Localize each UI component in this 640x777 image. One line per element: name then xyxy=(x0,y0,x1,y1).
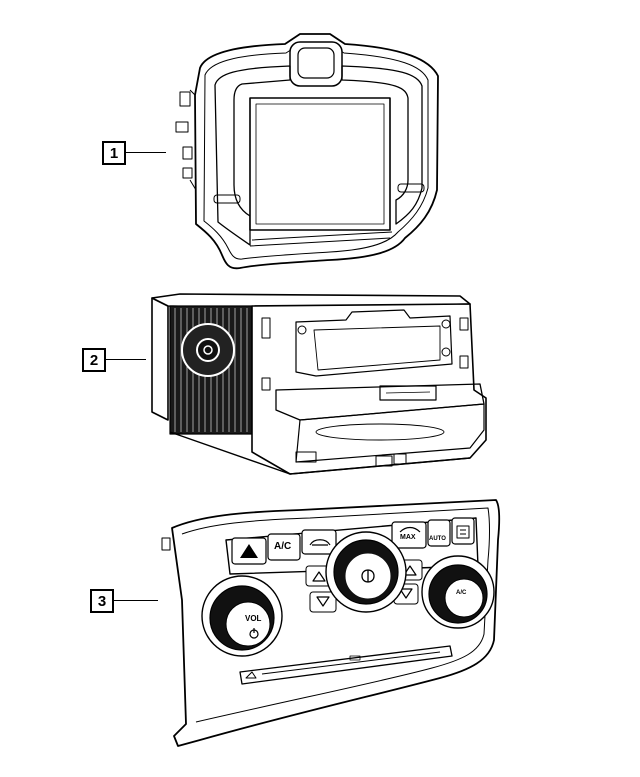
auto-button[interactable] xyxy=(427,519,451,547)
callout-3-leader xyxy=(114,600,158,601)
radio-bracket-inner xyxy=(313,325,441,371)
radio-disc-slot xyxy=(379,385,437,401)
fan-icon xyxy=(361,569,375,583)
rear-defrost-icon xyxy=(456,525,470,539)
callout-2: 2 xyxy=(82,348,106,372)
bezel-bottom-lip xyxy=(249,231,393,247)
radio-chassis xyxy=(251,303,487,475)
volume-knob-face xyxy=(225,601,271,647)
arrow-up-icon xyxy=(403,565,417,576)
vol-label: VOL xyxy=(245,614,262,623)
recirculation-button[interactable] xyxy=(301,529,337,555)
callout-1: 1 xyxy=(102,141,126,165)
radio-screw xyxy=(441,319,451,329)
radio-tab xyxy=(261,317,271,339)
climate-slot xyxy=(261,651,441,675)
bezel-side xyxy=(189,89,197,191)
climate-control-panel xyxy=(161,499,501,747)
auto-label: AUTO xyxy=(429,536,446,542)
radio-receiver xyxy=(151,293,487,475)
temp-knob-face xyxy=(444,578,484,618)
radio-tab xyxy=(459,317,469,331)
hazard-icon xyxy=(240,544,258,558)
max-label: MAX xyxy=(400,534,416,541)
defrost-icon xyxy=(399,526,421,533)
temp-down-button-left[interactable] xyxy=(309,591,337,613)
callout-1-leader xyxy=(126,152,166,153)
radio-bottom-edge xyxy=(169,431,471,475)
ac-panel-label: A/C xyxy=(456,590,467,596)
bezel-top-tab xyxy=(289,41,343,87)
arrow-up-icon xyxy=(312,571,326,582)
radio-fan-center xyxy=(203,345,213,355)
defrost-button[interactable] xyxy=(391,521,427,549)
ac-button[interactable] xyxy=(267,533,301,561)
radio-bracket xyxy=(295,309,453,377)
panel-clip xyxy=(161,537,171,551)
radio-front-disc xyxy=(315,423,445,441)
bezel-clip xyxy=(182,167,193,179)
radio-screw xyxy=(441,347,451,357)
callout-3-number: 3 xyxy=(97,592,107,610)
arrow-down-icon xyxy=(316,596,330,607)
climate-slot-strip xyxy=(239,645,453,685)
bezel-clip xyxy=(179,91,191,107)
radio-screw xyxy=(297,325,307,335)
display-screen-inner xyxy=(255,103,385,225)
recirculation-icon xyxy=(309,539,331,546)
radio-front xyxy=(295,403,485,463)
bezel-clip xyxy=(182,146,193,160)
bezel-left-slot xyxy=(213,194,241,204)
bezel-top-tab-inner xyxy=(297,47,335,79)
callout-2-leader xyxy=(106,359,146,360)
arrow-down-icon xyxy=(399,588,413,599)
radio-back-face xyxy=(151,297,169,421)
callout-3: 3 xyxy=(90,589,114,613)
callout-2-number: 2 xyxy=(89,351,99,369)
bezel-right-slot xyxy=(397,183,425,193)
bezel-frame-right xyxy=(341,65,423,225)
bezel-frame xyxy=(214,65,291,246)
radio-connector xyxy=(295,451,317,463)
callout-1-number: 1 xyxy=(109,144,119,162)
slot-tab xyxy=(349,655,361,661)
display-bezel xyxy=(175,33,439,270)
climate-bezel-inner xyxy=(181,507,490,723)
bezel-clip xyxy=(175,121,189,133)
radio-disc-slot-line xyxy=(385,391,431,394)
eject-icon xyxy=(245,671,257,679)
radio-tab xyxy=(261,377,271,391)
ac-label: A/C xyxy=(274,541,292,552)
radio-tab xyxy=(459,355,469,369)
display-screen xyxy=(249,97,391,231)
rear-defrost-button[interactable] xyxy=(451,517,475,545)
